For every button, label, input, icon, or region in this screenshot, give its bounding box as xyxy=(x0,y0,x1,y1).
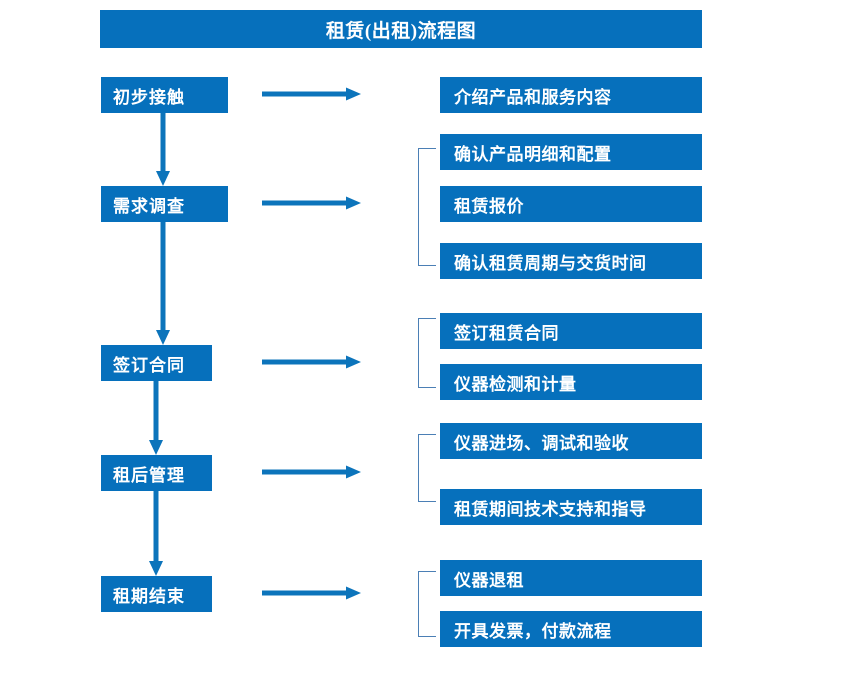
vertical-arrow-1 xyxy=(156,113,170,186)
flowchart-title: 租赁(出租)流程图 xyxy=(100,10,702,48)
horizontal-arrow-1 xyxy=(262,87,361,101)
detail-box-yiqi-tuizu[interactable]: 仪器退租 xyxy=(440,560,702,596)
detail-box-jieshao-chanpin[interactable]: 介绍产品和服务内容 xyxy=(440,77,702,113)
detail-box-queren-zhouqi[interactable]: 确认租赁周期与交货时间 xyxy=(440,243,702,279)
stage-box-xuqiu-diaocha[interactable]: 需求调查 xyxy=(101,186,228,222)
horizontal-arrow-4 xyxy=(262,465,361,479)
stage-box-chubu-jiechu[interactable]: 初步接触 xyxy=(101,77,228,113)
detail-box-yiqi-jinchang[interactable]: 仪器进场、调试和验收 xyxy=(440,423,702,459)
horizontal-arrow-3 xyxy=(262,355,361,369)
group-bracket-zuqi-jieshu xyxy=(418,571,436,637)
group-bracket-xuqiu-diaocha xyxy=(418,148,436,266)
group-bracket-qianding-hetong xyxy=(418,318,436,388)
detail-box-yiqi-jiance[interactable]: 仪器检测和计量 xyxy=(440,364,702,400)
stage-box-qianding-hetong[interactable]: 签订合同 xyxy=(101,345,212,381)
stage-box-zuhou-guanli[interactable]: 租后管理 xyxy=(101,455,212,491)
vertical-arrow-3 xyxy=(149,381,163,455)
vertical-arrow-4 xyxy=(149,491,163,576)
stage-box-zuqi-jieshu[interactable]: 租期结束 xyxy=(101,576,212,612)
detail-box-kaiju-fapiao[interactable]: 开具发票，付款流程 xyxy=(440,611,702,647)
horizontal-arrow-5 xyxy=(262,586,361,600)
detail-box-queren-mingxi[interactable]: 确认产品明细和配置 xyxy=(440,134,702,170)
vertical-arrow-2 xyxy=(156,222,170,345)
group-bracket-zuhou-guanli xyxy=(418,434,436,502)
detail-box-jishu-zhichi[interactable]: 租赁期间技术支持和指导 xyxy=(440,489,702,525)
detail-box-qianding-zulin-hetong[interactable]: 签订租赁合同 xyxy=(440,313,702,349)
horizontal-arrow-2 xyxy=(262,196,361,210)
detail-box-zulin-baojia[interactable]: 租赁报价 xyxy=(440,186,702,222)
